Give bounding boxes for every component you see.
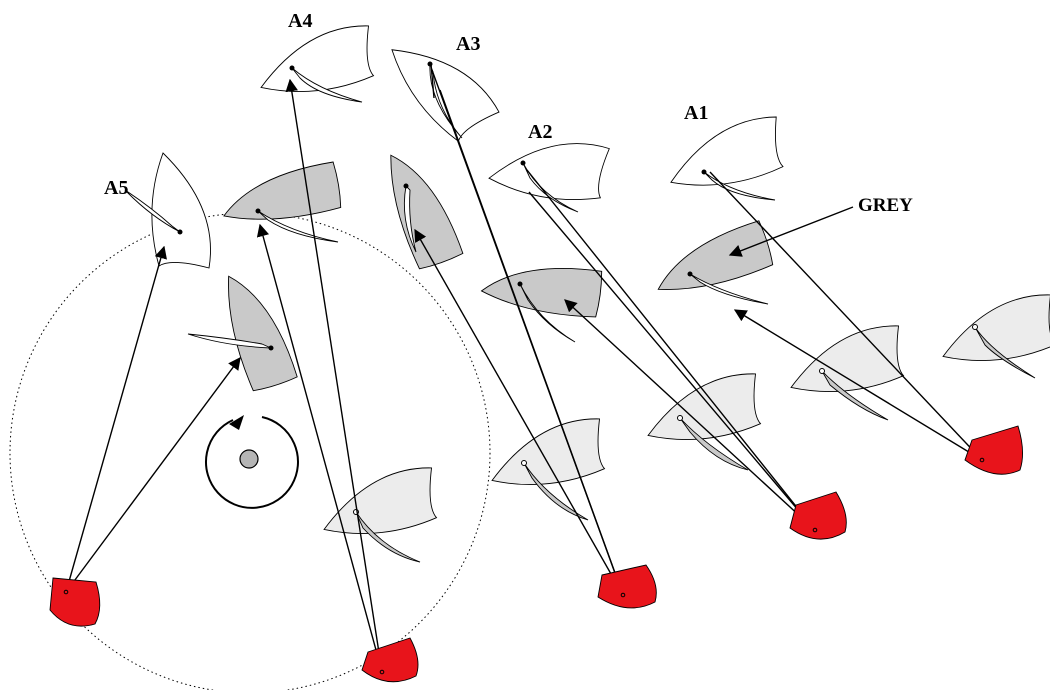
label-a1: A1 — [684, 102, 708, 124]
red-boat-5 — [49, 577, 101, 627]
label-a4: A4 — [288, 10, 312, 32]
sail-a3 — [429, 63, 463, 139]
sail-light-grey-1 — [974, 326, 1036, 379]
rounding-direction-arrow — [205, 416, 299, 509]
mast-red-4 — [379, 669, 385, 675]
boat-grey-5 — [212, 265, 299, 394]
mast-light-grey-1 — [972, 324, 978, 330]
sail-grey-5 — [187, 333, 272, 349]
boat-grey-4 — [217, 160, 344, 233]
sail-grey-3 — [403, 185, 417, 253]
boat-grey-1 — [647, 219, 776, 306]
mast-light-grey-2 — [819, 368, 825, 374]
boat-grey-3 — [374, 143, 465, 272]
label-a2: A2 — [528, 121, 552, 143]
boat-a3 — [382, 19, 501, 148]
sail-a5 — [124, 189, 181, 233]
mast-a5 — [177, 229, 183, 235]
label-grey: GREY — [858, 195, 913, 216]
rounding-arrowhead — [229, 415, 244, 430]
label-a5: A5 — [104, 177, 128, 199]
sail-grey-1 — [689, 273, 769, 305]
mast-grey-3 — [403, 183, 409, 189]
mast-a2 — [520, 160, 526, 166]
sail-grey-4 — [257, 210, 339, 243]
mark-buoy — [239, 449, 259, 469]
boat-light-grey-4 — [484, 416, 608, 492]
mast-light-grey-3 — [677, 415, 683, 421]
boat-a1 — [662, 115, 787, 194]
boat-light-grey-3 — [640, 371, 764, 447]
sail-light-grey-5 — [355, 511, 421, 563]
mast-a4 — [289, 65, 295, 71]
mast-red-3 — [620, 592, 626, 598]
mast-red-5 — [63, 589, 69, 595]
mast-red-1 — [979, 457, 985, 463]
label-a3: A3 — [456, 33, 480, 55]
mast-light-grey-4 — [521, 460, 527, 466]
sail-a4 — [291, 67, 363, 103]
red-boat-2 — [789, 491, 847, 540]
mast-grey-2 — [517, 281, 523, 287]
sail-light-grey-3 — [679, 417, 749, 471]
sail-light-grey-2 — [821, 370, 889, 421]
boat-grey-2 — [479, 260, 603, 319]
mast-grey-4 — [255, 208, 261, 214]
sight-lines — [65, 63, 983, 673]
mast-grey-1 — [687, 271, 693, 277]
mast-red-2 — [812, 527, 818, 533]
mast-grey-5 — [268, 345, 274, 351]
boat-light-grey-1 — [935, 292, 1050, 368]
mast-a1 — [701, 169, 707, 175]
red-boat-1 — [964, 425, 1023, 475]
red-boat-4 — [361, 637, 419, 683]
red-boat-3 — [597, 564, 657, 609]
boat-a5 — [151, 152, 212, 269]
sail-light-grey-4 — [523, 462, 589, 521]
sail-grey-2 — [519, 283, 576, 343]
sail-a1 — [703, 171, 776, 201]
